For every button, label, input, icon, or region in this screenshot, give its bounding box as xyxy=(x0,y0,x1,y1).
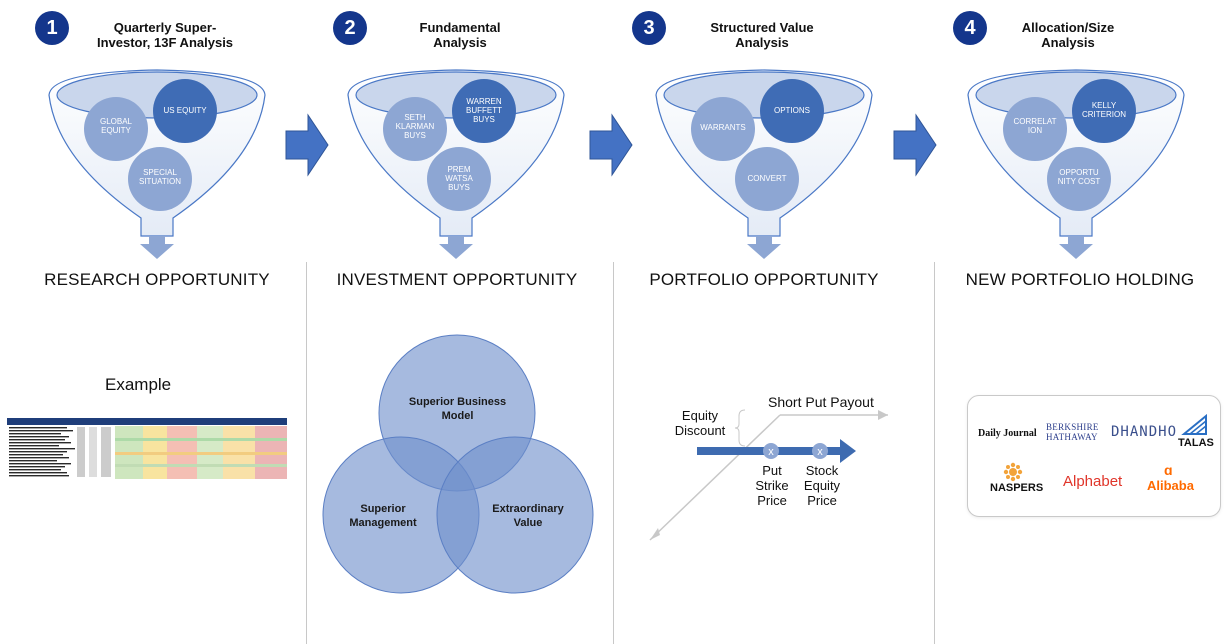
alphabet-logo: Alphabet xyxy=(1063,473,1123,490)
funnel-3 xyxy=(655,69,873,237)
funnel-2 xyxy=(347,69,565,237)
step-2-title: Fundamental Analysis xyxy=(375,20,545,50)
funnels-graphic xyxy=(48,69,1185,259)
funnel-4-circle-a xyxy=(1003,97,1067,161)
alibaba-icon: ɑ xyxy=(1164,462,1173,478)
down-arrow-3 xyxy=(747,236,781,259)
example-spreadsheet-thumbnail xyxy=(7,418,287,480)
funnel-4-circle-c xyxy=(1047,147,1111,211)
step-2-title-line2: Analysis xyxy=(433,35,487,50)
short-put-payout-title: Short Put Payout xyxy=(768,394,874,410)
step-4-title-line1: Allocation/Size xyxy=(1021,20,1115,35)
funnel-1-label-b: US EQUITY xyxy=(163,106,207,115)
heading-research-opportunity: RESEARCH OPPORTUNITY xyxy=(44,270,270,289)
divider-1 xyxy=(306,262,307,644)
right-arrow-1 xyxy=(285,113,329,177)
step-3-badge: 3 xyxy=(632,11,666,45)
heading-new-portfolio-holding: NEW PORTFOLIO HOLDING xyxy=(965,270,1195,289)
down-arrow-2 xyxy=(439,236,473,259)
funnel-3-circle-c xyxy=(735,147,799,211)
naspers-logo: NASPERS xyxy=(990,482,1044,494)
talas-logo: TALAS xyxy=(1178,437,1214,449)
naspers-icon xyxy=(1003,462,1023,482)
funnel-3-circle-a xyxy=(691,97,755,161)
heading-investment-opportunity: INVESTMENT OPPORTUNITY xyxy=(336,270,578,289)
funnel-1 xyxy=(48,69,266,237)
down-arrow-1 xyxy=(140,236,174,259)
daily-journal-logo: Daily Journal xyxy=(978,428,1037,439)
svg-text:x: x xyxy=(768,446,774,458)
alibaba-logo: Alibaba xyxy=(1147,478,1194,493)
dhandho-logo: DHANDHO xyxy=(1111,424,1178,440)
heading-portfolio-opportunity: PORTFOLIO OPPORTUNITY xyxy=(649,270,879,289)
step-3-title-line1: Structured Value xyxy=(710,20,814,35)
funnel-1-circle-a xyxy=(84,97,148,161)
holdings-logos-box xyxy=(967,395,1221,517)
svg-text:x: x xyxy=(817,446,823,458)
example-label: Example xyxy=(105,375,172,394)
step-3-title: Structured Value Analysis xyxy=(677,20,847,50)
step-1-title-line2: Investor, 13F Analysis xyxy=(96,35,234,50)
stock-equity-marker xyxy=(812,443,828,459)
put-strike-marker xyxy=(763,443,779,459)
funnel-2-circle-a xyxy=(383,97,447,161)
divider-3 xyxy=(934,262,935,644)
funnel-2-circle-c xyxy=(427,147,491,211)
step-1-title-line1: Quarterly Super- xyxy=(113,20,217,35)
right-arrow-3 xyxy=(893,113,937,177)
venn-diagram xyxy=(322,334,594,594)
funnel-2-circle-b xyxy=(452,79,516,143)
funnel-3-label-a: WARRANTS xyxy=(700,123,746,132)
divider-2 xyxy=(613,262,614,644)
step-4-title-line2: Analysis xyxy=(1041,35,1095,50)
funnel-1-circle-b xyxy=(153,79,217,143)
step-4-title: Allocation/Size Analysis xyxy=(983,20,1153,50)
funnel-4 xyxy=(967,69,1185,237)
talas-icon xyxy=(1181,414,1207,435)
funnel-3-label-c: CONVERT xyxy=(747,174,787,183)
right-arrow-2 xyxy=(589,113,633,177)
venn-circle-value xyxy=(436,436,594,594)
step-2-badge: 2 xyxy=(333,11,367,45)
step-2-title-line1: Fundamental xyxy=(419,20,501,35)
short-put-payout-diagram: x x xyxy=(649,409,888,541)
funnel-3-label-b: OPTIONS xyxy=(773,106,810,115)
down-arrow-4 xyxy=(1059,236,1093,259)
step-1-badge: 1 xyxy=(35,11,69,45)
step-3-title-line2: Analysis xyxy=(735,35,789,50)
funnel-3-circle-b xyxy=(760,79,824,143)
step-1-title: Quarterly Super- Investor, 13F Analysis xyxy=(80,20,250,50)
step-4-badge: 4 xyxy=(953,11,987,45)
funnel-1-circle-c xyxy=(128,147,192,211)
funnel-4-circle-b xyxy=(1072,79,1136,143)
